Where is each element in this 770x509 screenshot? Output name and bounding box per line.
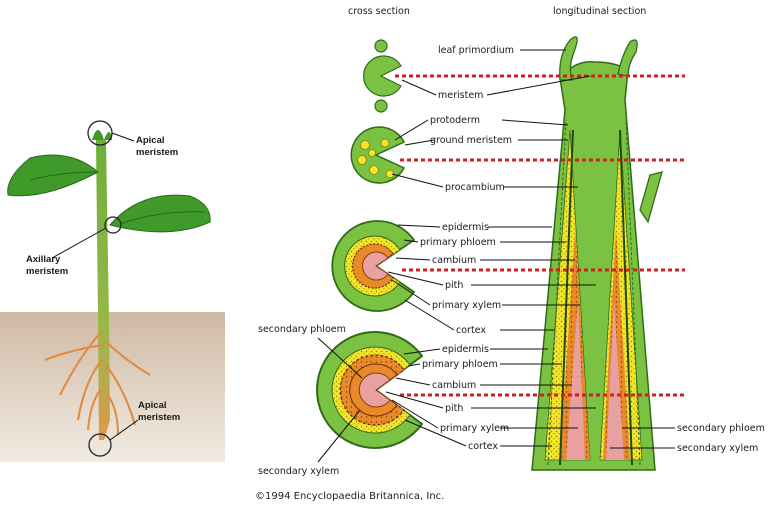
leaf-right [110,195,210,232]
label-axillary-meristem: Axillary meristem [26,254,68,277]
label-ground-meristem: ground meristem [430,135,512,146]
label-primary-xylem-2: primary xylem [440,423,509,434]
label-cortex-2: cortex [468,441,498,452]
label-primary-xylem-1: primary xylem [432,300,501,311]
cross-section-3 [332,221,414,311]
cross-section-4 [317,332,422,448]
label-cortex-1: cortex [456,325,486,336]
label-pith-1: pith [445,280,463,291]
lateral-branch [640,172,662,222]
copyright-notice: ©1994 Encyclopaedia Britannica, Inc. [255,491,444,502]
label-secondary-xylem-left: secondary xylem [258,466,339,477]
label-apical-meristem-top: Apical meristem [136,135,178,158]
longitudinal-section [532,37,662,470]
leaf-primordium-right [618,40,637,76]
apical-bud [92,130,112,140]
label-secondary-phloem-left: secondary phloem [258,324,346,335]
label-meristem: meristem [438,90,483,101]
label-pith-2: pith [445,403,463,414]
header-cross-section: cross section [348,6,410,17]
plant-illustration: Apical meristem Axillary meristem Apical… [0,121,225,462]
label-primary-phloem-1: primary phloem [420,237,496,248]
header-longitudinal-section: longitudinal section [553,6,646,17]
label-procambium: procambium [445,182,505,193]
soil [0,312,225,462]
label-cambium-1: cambium [432,255,476,266]
label-cambium-2: cambium [432,380,476,391]
label-secondary-xylem-right: secondary xylem [677,443,758,454]
label-protoderm: protoderm [430,115,480,126]
label-epidermis-1: epidermis [442,222,489,233]
label-secondary-phloem-right: secondary phloem [677,423,765,434]
label-leaf-primordium: leaf primordium [438,45,514,56]
label-epidermis-2: epidermis [442,344,489,355]
label-primary-phloem-2: primary phloem [422,359,498,370]
